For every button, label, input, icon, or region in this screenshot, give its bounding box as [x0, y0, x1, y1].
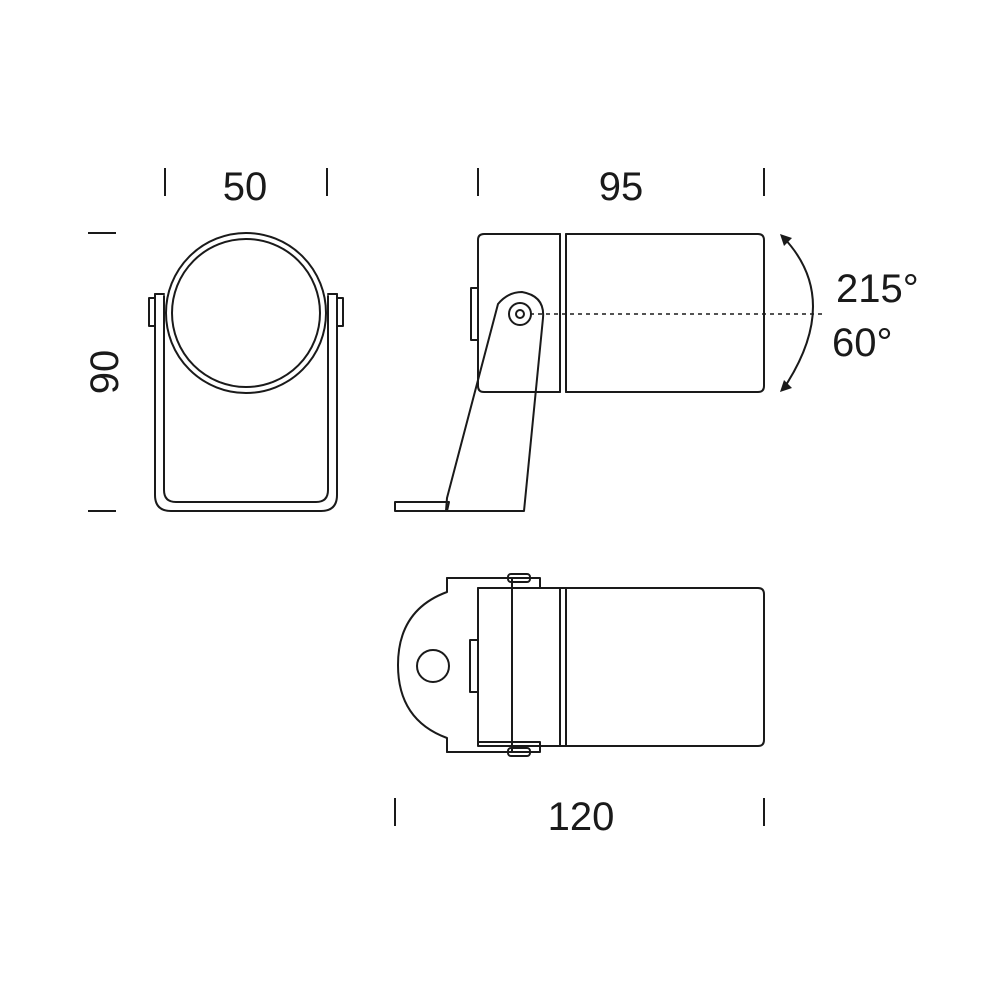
u-bracket-inner [163, 295, 329, 503]
rear-tab [470, 287, 479, 341]
pivot-screw-inner [515, 309, 525, 319]
top-rear-housing [477, 587, 561, 747]
side-view: 95 215° 60° [394, 165, 919, 512]
mounting-arm [445, 291, 545, 512]
mounting-plate [397, 577, 513, 753]
front-width-label: 50 [223, 165, 268, 209]
pivot-knob-right [336, 297, 344, 327]
side-length-label: 95 [599, 165, 644, 209]
top-length-label: 120 [548, 795, 615, 839]
height-label: 90 [83, 350, 127, 395]
front-view: 50 90 [83, 165, 344, 512]
mounting-hole [416, 649, 450, 683]
rotation-angle-down-label: 60° [832, 321, 893, 365]
rotation-arrow-up [780, 234, 792, 246]
u-bracket-outer [154, 293, 338, 512]
top-view: 120 [394, 573, 765, 839]
lens-inner-ring [171, 238, 321, 388]
rotation-arrow-down [780, 380, 792, 392]
lamp-body [565, 233, 765, 393]
rear-housing [477, 233, 561, 393]
pivot-knob-left [148, 297, 156, 327]
rotation-angle-up-label: 215° [836, 267, 919, 311]
pivot-screw-outer [508, 302, 532, 326]
base-plate [394, 501, 450, 512]
rotation-arc [783, 237, 814, 389]
lens-outer-ring [165, 232, 327, 394]
top-lamp-body [559, 587, 765, 747]
top-rear-tab [469, 639, 479, 693]
